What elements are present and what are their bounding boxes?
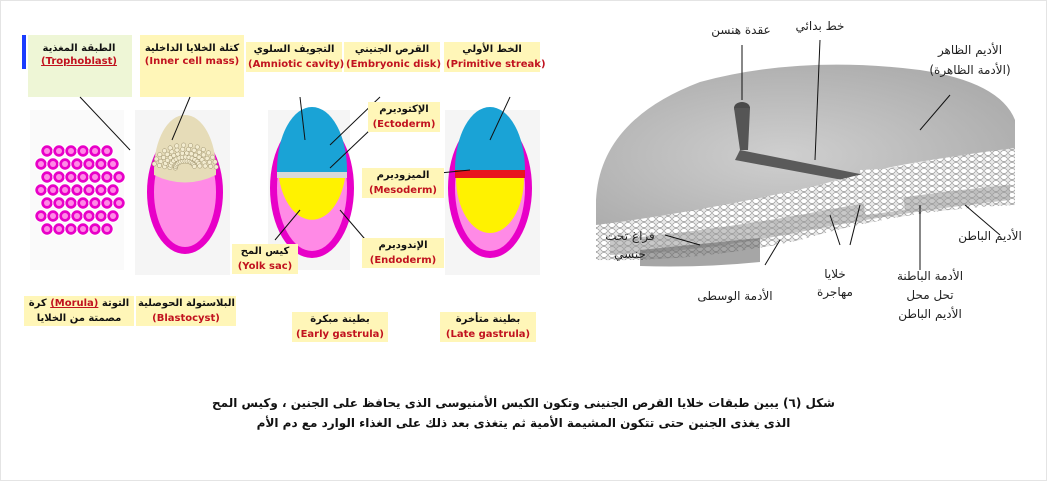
label-endoderm-right: الأديم الباطن bbox=[945, 228, 1035, 245]
label-mesoderm-right: الأدمة الوسطى bbox=[685, 288, 785, 305]
label-subgerminal-1: فراغ تحت bbox=[595, 228, 665, 245]
label-hensen-node: عقدة هنسن bbox=[695, 22, 787, 39]
label-migrating-1: خلايا bbox=[800, 266, 870, 283]
label-migrating-2: مهاجرة bbox=[800, 284, 870, 301]
label-subgerminal-2: جنسي bbox=[595, 246, 665, 263]
label-inner-1: الأدمة الباطنة bbox=[875, 268, 985, 285]
label-inner-3: الأديم الباطن bbox=[875, 306, 985, 323]
label-ectoderm-right-2: (الأدمة الظاهرة) bbox=[910, 62, 1030, 79]
label-inner-2: تحل محل bbox=[875, 287, 985, 304]
caption-line-1: شكل (٦) يبين طبقات خلايا القرص الجنينى و… bbox=[0, 396, 1047, 410]
label-primitive-line: خط بدائي bbox=[785, 18, 855, 35]
caption-line-2: الذى يغذى الجنين حتى تتكون المشيمة الأمي… bbox=[0, 416, 1047, 430]
label-ectoderm-right-1: الأديم الظاهر bbox=[910, 42, 1030, 59]
